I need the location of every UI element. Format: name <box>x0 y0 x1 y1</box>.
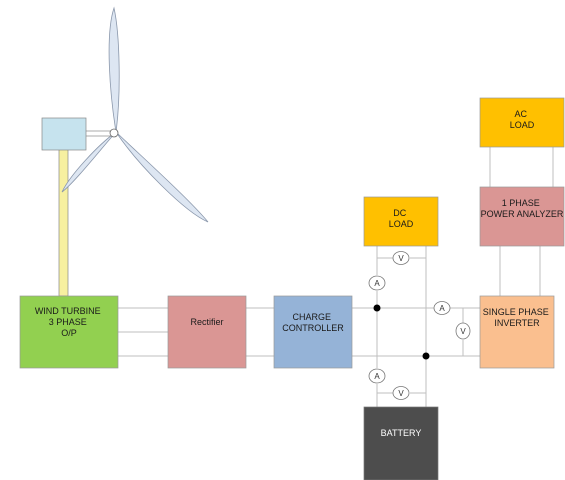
power-analyzer-label: 1 PHASE POWER ANALYZER <box>481 198 564 219</box>
rectifier-label: Rectifier <box>190 317 223 327</box>
dc-load-label: DC LOAD <box>389 208 414 229</box>
junction-dot-positive <box>373 304 381 312</box>
wind-turbine-label: WIND TURBINE 3 PHASE O/P <box>35 306 103 338</box>
wiring <box>118 147 554 407</box>
charge-controller-block: CHARGE CONTROLLER <box>273 295 353 369</box>
voltmeter-battery: V <box>392 386 410 400</box>
ammeter-dc-load: A <box>368 275 386 291</box>
turbine-shaft <box>83 130 113 137</box>
wind-turbine-block: WIND TURBINE 3 PHASE O/P <box>19 295 119 369</box>
battery-block: BATTERY <box>363 406 439 480</box>
ac-load-label: AC LOAD <box>510 109 535 130</box>
ammeter-inverter-label: A <box>439 304 445 313</box>
ac-load-block: AC LOAD <box>479 97 565 148</box>
ammeter-dc-load-label: A <box>374 279 380 288</box>
turbine-blade-left <box>61 131 117 193</box>
inverter-block: SINGLE PHASE INVERTER <box>479 295 555 369</box>
turbine-blade-right <box>115 131 209 223</box>
voltmeter-inverter: V <box>455 322 471 340</box>
inverter-label: SINGLE PHASE INVERTER <box>483 307 552 328</box>
turbine-tower <box>58 147 69 297</box>
rectifier-block: Rectifier <box>167 295 247 369</box>
ammeter-battery-label: A <box>374 372 380 381</box>
battery-label: BATTERY <box>381 428 422 438</box>
voltmeter-dc-load-label: V <box>398 254 404 263</box>
dc-load-block: DC LOAD <box>363 196 439 247</box>
junction-dot-negative <box>422 352 430 360</box>
wind-turbine-graphic <box>41 6 209 297</box>
voltmeter-inverter-label: V <box>460 327 466 336</box>
turbine-blade-up <box>108 6 120 133</box>
ammeter-inverter: A <box>433 301 451 315</box>
ammeter-battery: A <box>368 368 386 384</box>
voltmeter-dc-load: V <box>392 251 410 265</box>
power-analyzer-block: 1 PHASE POWER ANALYZER <box>479 186 565 247</box>
turbine-hub <box>109 128 119 138</box>
charge-controller-label: CHARGE CONTROLLER <box>282 312 344 333</box>
voltmeter-battery-label: V <box>398 389 404 398</box>
turbine-nacelle <box>41 117 87 151</box>
